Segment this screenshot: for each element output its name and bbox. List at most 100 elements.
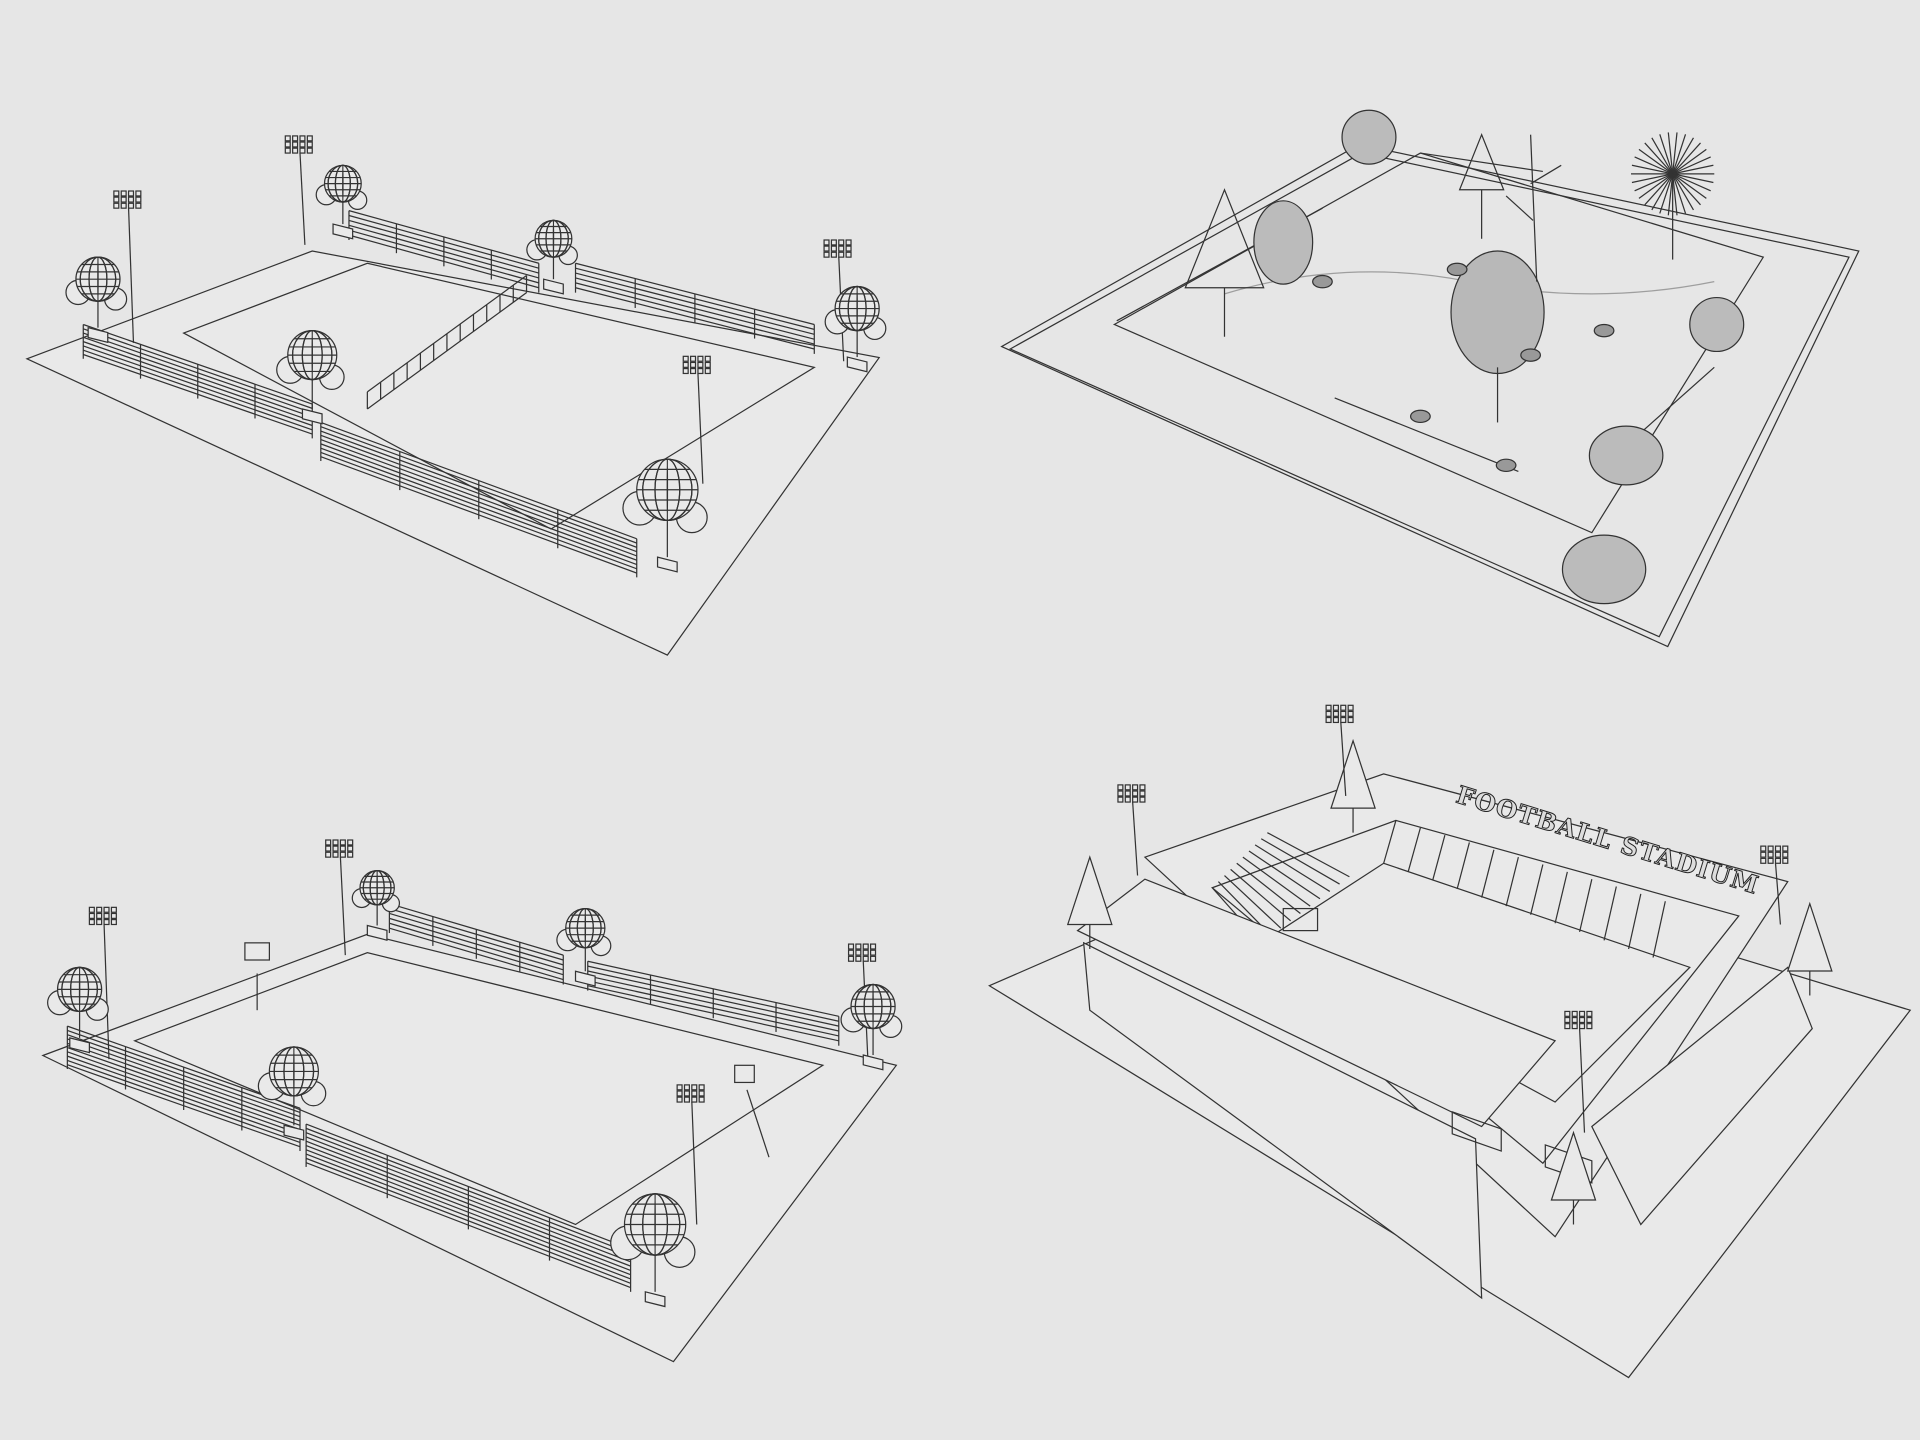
floodlight-lamp bbox=[847, 955, 855, 962]
floodlight-lamp bbox=[120, 202, 127, 209]
stand-row bbox=[1432, 834, 1446, 881]
floodlight-lamp bbox=[292, 147, 299, 154]
tree bbox=[610, 1193, 696, 1308]
floodlight-lamp bbox=[96, 912, 103, 919]
park-panel bbox=[1000, 109, 1860, 648]
floodlight-lamp bbox=[855, 943, 862, 950]
tree-base bbox=[87, 326, 109, 344]
tree bbox=[257, 1046, 327, 1141]
tree-crown bbox=[1458, 133, 1505, 191]
floodlight bbox=[1325, 704, 1354, 796]
floodlight-lamp bbox=[704, 355, 711, 362]
floodlight-lamp bbox=[299, 141, 306, 148]
floodlight-lamp bbox=[1586, 1010, 1593, 1017]
palm-leaf bbox=[1634, 156, 1673, 175]
palm-leaf bbox=[1638, 173, 1674, 199]
floodlight-lamp bbox=[1124, 784, 1131, 791]
floodlight-lamp bbox=[1347, 716, 1354, 724]
floodlight-lamp bbox=[683, 1084, 690, 1091]
fence-rail bbox=[1334, 397, 1519, 472]
floodlight-lamp bbox=[682, 355, 689, 362]
floodlight-lamp bbox=[698, 1084, 705, 1091]
floodlight-lamp bbox=[1124, 796, 1131, 803]
palm-leaf bbox=[1672, 137, 1694, 175]
floodlight-lamp bbox=[1332, 704, 1339, 711]
floodlight-lamp bbox=[88, 906, 95, 913]
tree-base bbox=[656, 556, 678, 573]
dead-tree-branch bbox=[1530, 164, 1562, 185]
floodlight-lamp bbox=[845, 245, 852, 252]
palm-leaf bbox=[1672, 173, 1714, 184]
floodlight-lamp bbox=[691, 1090, 698, 1097]
floodlight-pole bbox=[299, 153, 306, 245]
floodlight-lamp bbox=[698, 1090, 705, 1097]
floodlight-pole bbox=[339, 857, 346, 956]
pine-tree bbox=[1550, 1130, 1597, 1225]
tree-base bbox=[283, 1124, 305, 1141]
net-top bbox=[366, 275, 527, 393]
stand-row bbox=[1267, 832, 1350, 878]
tennis-net bbox=[366, 275, 528, 410]
tree bbox=[351, 870, 401, 941]
palm-leaf bbox=[1638, 148, 1674, 175]
floodlight-lamp bbox=[862, 943, 869, 950]
floodlight-lamp bbox=[1571, 1016, 1578, 1024]
tree bbox=[65, 256, 128, 344]
floodlight bbox=[88, 906, 117, 1060]
floodlight-lamp bbox=[306, 141, 313, 148]
stand-row bbox=[1407, 827, 1421, 873]
tree-base bbox=[301, 408, 323, 425]
floodlight-lamp bbox=[1117, 784, 1124, 791]
stand-roof-left bbox=[1076, 878, 1557, 1128]
palm-leaf bbox=[1672, 173, 1701, 206]
stand-facade-left bbox=[1082, 941, 1483, 1300]
floodlight-lamp bbox=[88, 912, 95, 919]
stand-row bbox=[1652, 901, 1666, 958]
floodlight-lamp bbox=[113, 202, 120, 209]
tree-crown bbox=[1066, 855, 1113, 926]
floodlight-pole bbox=[1132, 802, 1139, 876]
floodlight-lamp bbox=[347, 851, 354, 858]
bleachers-front-right bbox=[305, 1123, 632, 1292]
floodlight-pole bbox=[1774, 863, 1782, 925]
goal-frame bbox=[1282, 907, 1319, 932]
hoop-backboard bbox=[734, 1064, 755, 1084]
palm-leaf bbox=[1672, 156, 1711, 175]
floodlight-lamp bbox=[838, 239, 845, 246]
tree-base bbox=[644, 1291, 666, 1308]
rock bbox=[1410, 409, 1431, 424]
basketball-hoop bbox=[734, 1064, 770, 1158]
floodlight-lamp bbox=[1347, 704, 1354, 711]
floodlight-lamp bbox=[870, 943, 877, 950]
floodlight-lamp bbox=[697, 367, 704, 375]
stand-row bbox=[1248, 850, 1321, 900]
floodlight-lamp bbox=[1139, 796, 1146, 803]
floodlight-lamp bbox=[1586, 1023, 1593, 1030]
tree bbox=[47, 966, 109, 1054]
stand-row bbox=[1260, 838, 1340, 885]
floodlight-lamp bbox=[697, 355, 704, 362]
tree-crown bbox=[1689, 296, 1745, 353]
floodlight-lamp bbox=[1571, 1010, 1578, 1017]
palm-leaf bbox=[1644, 173, 1674, 206]
floodlight-lamp bbox=[1325, 710, 1332, 717]
stand-facade-right bbox=[1591, 966, 1813, 1226]
floodlight-lamp bbox=[339, 851, 346, 858]
floodlight-lamp bbox=[1332, 710, 1339, 717]
palm-leaf bbox=[1631, 173, 1673, 184]
pine-tree bbox=[1330, 738, 1376, 833]
palm-leaf bbox=[1659, 134, 1674, 175]
floodlight-lamp bbox=[1340, 704, 1347, 711]
stand-row bbox=[1481, 849, 1495, 898]
floodlight-lamp bbox=[113, 190, 120, 197]
palm-leaf bbox=[1672, 134, 1687, 175]
floodlight bbox=[1564, 1010, 1593, 1133]
floodlight-lamp bbox=[306, 135, 313, 142]
floodlight bbox=[284, 135, 313, 245]
fence-rail bbox=[1420, 152, 1543, 173]
floodlight-lamp bbox=[127, 202, 135, 209]
floodlight-lamp bbox=[1760, 857, 1767, 864]
floodlight-lamp bbox=[292, 141, 299, 148]
floodlight-lamp bbox=[325, 845, 332, 852]
palm-leaf bbox=[1672, 148, 1707, 175]
